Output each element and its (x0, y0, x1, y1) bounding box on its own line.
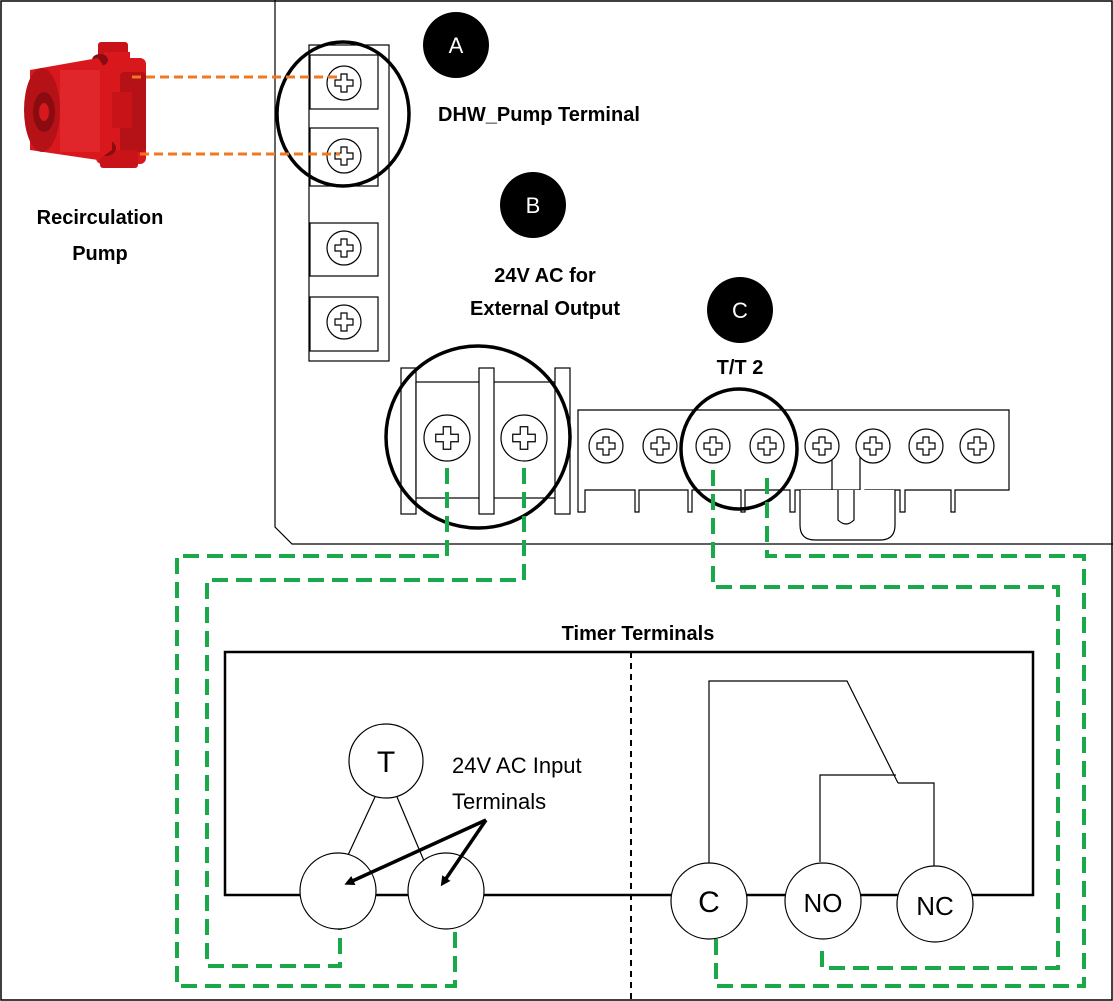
ac-input-label-line1: 24V AC Input (452, 753, 582, 778)
screw-icon (959, 428, 995, 464)
ac-input-label-line2: Terminals (452, 789, 546, 814)
screw-icon (588, 428, 624, 464)
relay-switch-lines (708, 680, 935, 866)
terminal-nc (896, 865, 974, 943)
screw-icon (326, 138, 362, 174)
terminal-c-label: C (698, 886, 720, 919)
tt2-label: T/T 2 (717, 357, 764, 379)
timer-terminals-label: Timer Terminals (562, 623, 715, 645)
terminal-t-label: T (377, 746, 395, 779)
arrow-icon (440, 819, 488, 887)
screw-icon (908, 428, 944, 464)
dhw-pump-terminal-label: DHW_Pump Terminal (438, 104, 640, 126)
terminal-ac-input-1 (299, 852, 377, 930)
screw-icon (642, 428, 678, 464)
screw-icon (804, 428, 840, 464)
recirculation-pump-icon (24, 42, 146, 168)
highlight-ac24-terminal (384, 344, 572, 530)
terminal-nc-label: NC (916, 891, 954, 921)
control-board-outline (274, 0, 1113, 545)
badge-c: C (707, 277, 773, 343)
recirculation-pump-label-line2: Pump (72, 243, 128, 265)
screw-icon (326, 230, 362, 266)
terminal-no (784, 862, 862, 940)
terminal-strip (577, 409, 1010, 541)
recirculation-pump-label-line1: Recirculation (37, 207, 164, 229)
badge-b-label: B (526, 193, 541, 218)
highlight-tt2-terminal (679, 387, 799, 511)
screw-icon (500, 414, 548, 462)
badge-a-label: A (449, 33, 464, 58)
screw-icon (423, 414, 471, 462)
screw-icon (855, 428, 891, 464)
arrow-icon (344, 818, 487, 886)
ac24-output-label-line2: External Output (470, 298, 620, 320)
ac24-output-label-line1: 24V AC for (494, 265, 596, 287)
badge-c-label: C (732, 298, 748, 323)
terminal-c (670, 862, 748, 940)
terminal-no-label: NO (804, 888, 843, 918)
screw-icon (749, 428, 785, 464)
timer-wiring (175, 468, 1086, 988)
highlight-dhw-terminal (275, 40, 411, 188)
screw-icon (326, 65, 362, 101)
terminal-ac-input-2 (407, 852, 485, 930)
badge-b: B (500, 172, 566, 238)
timer-box (223, 650, 1035, 897)
screw-icon (326, 304, 362, 340)
screw-icon (695, 428, 731, 464)
badge-a: A (423, 12, 489, 78)
terminal-t (348, 723, 424, 799)
